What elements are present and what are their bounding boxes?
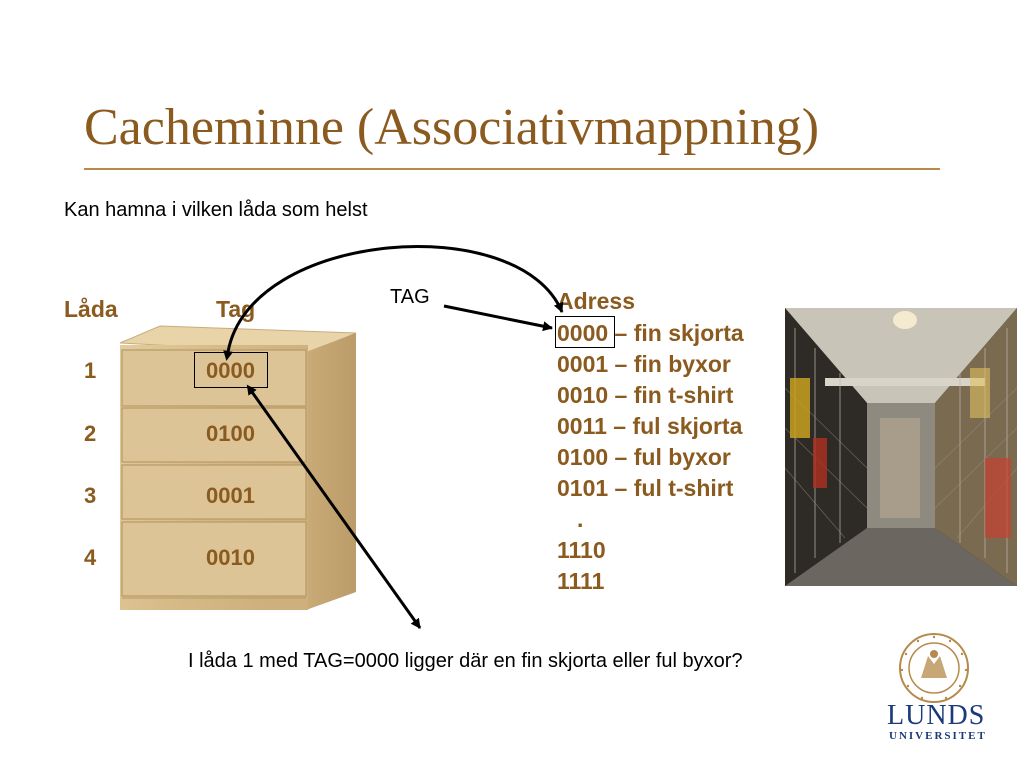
- logo-subtitle: UNIVERSITET: [889, 730, 987, 742]
- address-item: .: [577, 506, 584, 532]
- tag-arrow: [443, 304, 553, 332]
- address-item: 0100 – ful byxor: [557, 444, 731, 470]
- address-item: 0010 – fin t-shirt: [557, 382, 734, 408]
- drawer-tag: 0000: [206, 358, 255, 383]
- diagonal-arrow: [246, 384, 422, 629]
- address-item: 0011 – ful skjorta: [557, 413, 743, 439]
- address-item: 1111: [557, 568, 605, 594]
- curved-arrow: [223, 245, 564, 361]
- address-item: 0000 – fin skjorta: [557, 320, 744, 346]
- address-item: 0101 – ful t-shirt: [557, 475, 734, 501]
- drawer-number: 4: [84, 545, 97, 570]
- logo-name: LUNDS: [887, 700, 986, 731]
- address-item: 1110: [557, 537, 606, 563]
- address-list: 0000 – fin skjorta 0001 – fin byxor 0010…: [557, 318, 744, 597]
- header-lada: Låda: [64, 296, 118, 322]
- slide-title: Cacheminne (Associativmappning): [84, 99, 820, 156]
- drawer-number: 1: [84, 358, 97, 383]
- lunds-seal-icon: [899, 633, 969, 703]
- subtitle: Kan hamna i vilken låda som helst: [64, 199, 368, 221]
- storage-room-photo: [785, 308, 1017, 586]
- drawer-number: 3: [84, 483, 97, 508]
- header-adress: Adress: [557, 288, 635, 314]
- title-divider: [84, 168, 940, 170]
- drawer-number: 2: [84, 421, 97, 446]
- address-item: 0001 – fin byxor: [557, 351, 731, 377]
- question-text: I låda 1 med TAG=0000 ligger där en fin …: [188, 650, 743, 672]
